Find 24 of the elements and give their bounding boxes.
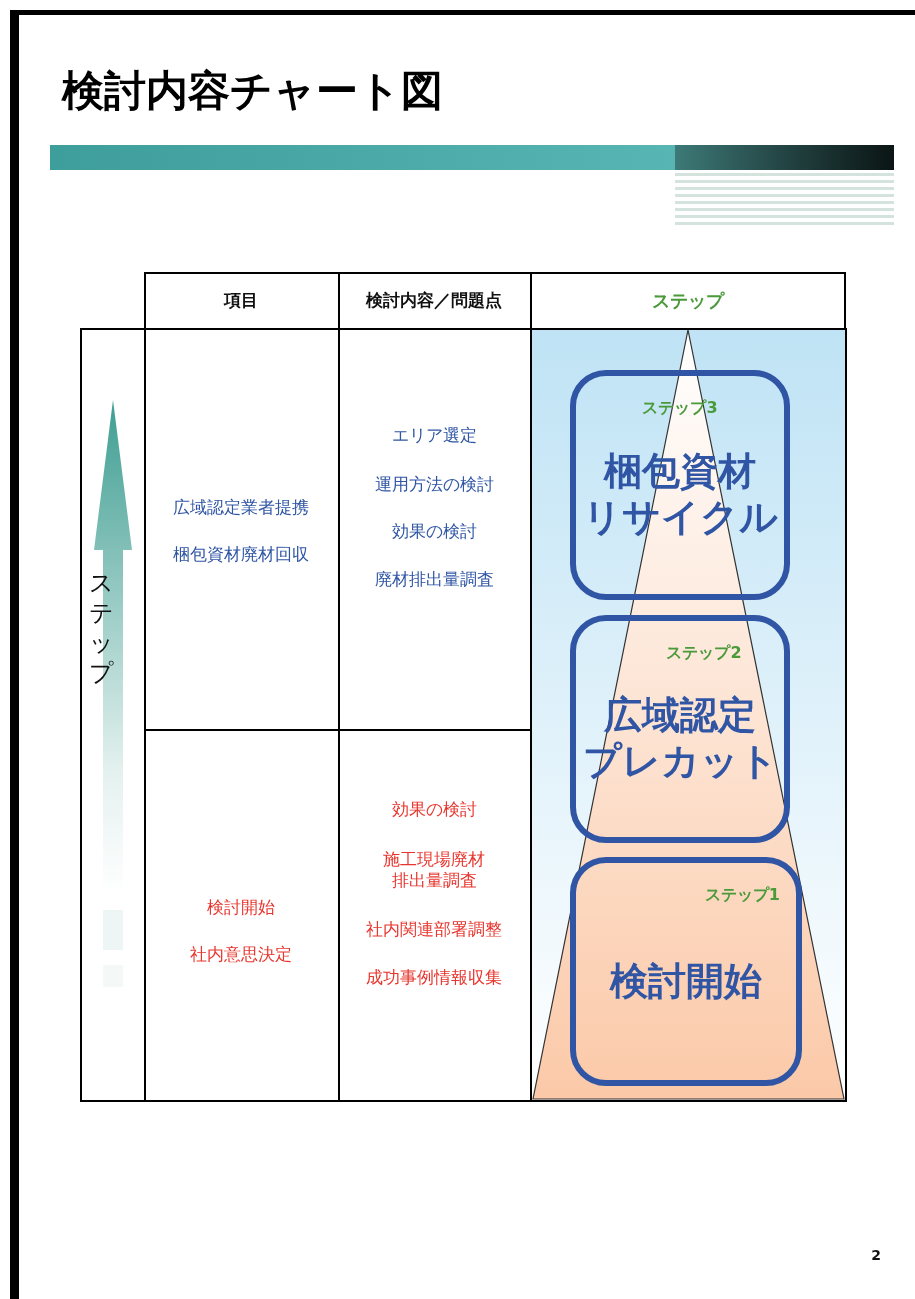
item-text: 社内意思決定: [190, 944, 292, 966]
issue-text: 運用方法の検討: [374, 474, 494, 496]
step-box: [570, 615, 790, 843]
page-number: 2: [871, 1247, 881, 1265]
issue-text: 施工現場廃材排出量調査: [382, 848, 486, 892]
issue-text: エリア選定: [391, 425, 477, 447]
issue-text: 社内関連部署調整: [366, 919, 502, 941]
step-box: [570, 370, 790, 600]
page-title: 検討内容チャート図: [62, 70, 443, 112]
item-text: 広域認定業者提携: [173, 497, 309, 519]
item-text: 検討開始: [207, 897, 275, 919]
column-header: ステップ: [652, 289, 724, 313]
issue-text: 効果の検討: [391, 521, 477, 543]
column-header: 検討内容／問題点: [366, 290, 502, 312]
item-text: 梱包資材廃材回収: [173, 544, 309, 566]
step-box: [570, 857, 802, 1086]
issue-text: 廃材排出量調査: [374, 569, 494, 591]
step-heading: ステップ2: [665, 642, 742, 664]
issue-text: 成功事例情報収集: [366, 967, 502, 989]
column-header: 項目: [224, 290, 258, 312]
issue-text: 効果の検討: [391, 799, 477, 821]
axis-label: ステップ: [89, 568, 113, 688]
step-heading: ステップ1: [704, 884, 781, 906]
step-title: 検討開始: [610, 958, 762, 1005]
